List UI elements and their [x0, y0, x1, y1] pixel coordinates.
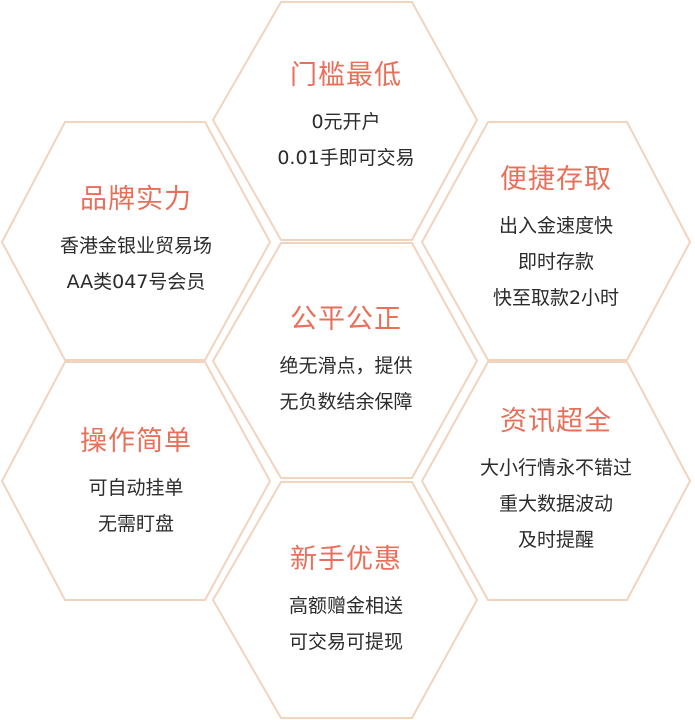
hex-title: 便捷存取 [500, 164, 612, 195]
hex-title: 资讯超全 [500, 406, 612, 437]
hex-line: 0.01手即可交易 [277, 147, 415, 169]
hex-shape-brand-strength [0, 121, 272, 361]
hex-line: 即时存款 [517, 251, 594, 273]
hex-line: 绝无滑点，提供 [279, 355, 413, 377]
hex-title: 操作简单 [80, 426, 192, 457]
hex-shape-easy-deposit [420, 121, 692, 361]
hex-title: 品牌实力 [80, 184, 192, 215]
hex-card-full-info: 资讯超全 大小行情永不错过 重大数据波动 及时提醒 [436, 404, 676, 558]
hex-line: 高额赠金相送 [288, 595, 403, 617]
hex-shape-fair [211, 242, 479, 479]
hex-line: 出入金速度快 [498, 215, 613, 237]
hex-line: AA类047号会员 [66, 271, 206, 293]
hex-card-easy-operation: 操作简单 可自动挂单 无需盯盘 [16, 424, 256, 542]
hex-shape-newbie-offer [211, 481, 479, 719]
hex-line: 重大数据波动 [498, 493, 613, 515]
hex-shape-easy-operation [0, 361, 272, 601]
hex-shape-low-threshold [211, 1, 479, 241]
hex-line: 可自动挂单 [88, 477, 184, 499]
hex-title: 门槛最低 [290, 60, 402, 91]
hex-line: 可交易可提现 [288, 631, 403, 653]
hex-card-easy-deposit: 便捷存取 出入金速度快 即时存款 快至取款2小时 [436, 162, 676, 316]
hex-card-brand-strength: 品牌实力 香港金银业贸易场 AA类047号会员 [16, 182, 256, 300]
hex-card-newbie-offer: 新手优惠 高额赠金相送 可交易可提现 [226, 542, 466, 660]
hex-title: 公平公正 [290, 304, 402, 335]
hex-card-fair: 公平公正 绝无滑点，提供 无负数结余保障 [226, 302, 466, 420]
hex-line: 无负数结余保障 [279, 391, 413, 413]
hex-line: 0元开户 [311, 111, 381, 133]
hex-line: 香港金银业贸易场 [59, 235, 212, 257]
hex-line: 快至取款2小时 [492, 287, 620, 309]
hex-card-low-threshold: 门槛最低 0元开户 0.01手即可交易 [226, 58, 466, 176]
hex-title: 新手优惠 [290, 544, 402, 575]
hex-shape-full-info [420, 361, 692, 601]
hex-line: 及时提醒 [517, 529, 594, 551]
hex-line: 大小行情永不错过 [479, 457, 632, 479]
hex-line: 无需盯盘 [97, 513, 174, 535]
